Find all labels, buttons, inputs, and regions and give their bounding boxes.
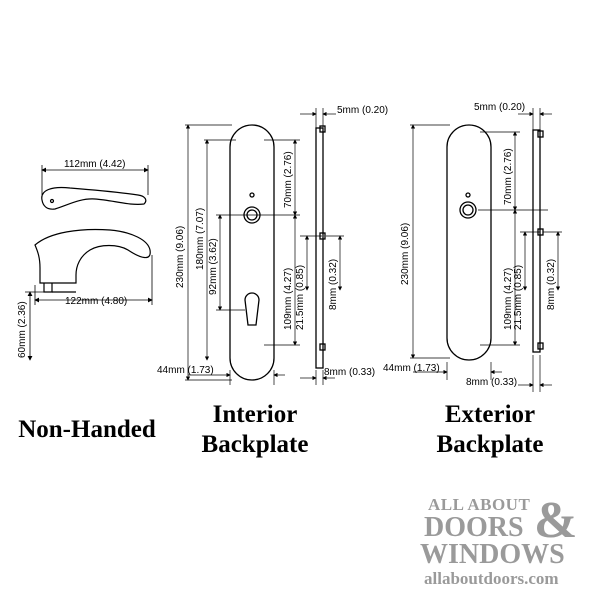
logo-line-3: WINDOWS [420, 539, 565, 570]
exterior-thickness-label: 8mm (0.33) [466, 377, 517, 388]
exterior-upper-label: 70mm (2.76) [503, 148, 514, 205]
interior-thickness-label: 8mm (0.33) [324, 367, 375, 378]
exterior-small-a-label: 21.5mm (0.85) [513, 265, 524, 330]
interior-upper-label: 70mm (2.76) [283, 151, 294, 208]
interior-dimension-lines [185, 108, 344, 385]
exterior-lower-label: 109mm (4.27) [503, 268, 514, 330]
handle-height-label: 60mm (2.36) [17, 301, 28, 358]
logo-line-1: ALL ABOUT [428, 495, 531, 514]
interior-backplate-label: Interior Backplate [201, 401, 309, 458]
exterior-small-b-label: 8mm (0.32) [546, 259, 557, 310]
logo-line-2: DOORS [424, 512, 524, 543]
handle-side-view [34, 228, 151, 293]
exterior-width-label: 44mm (1.73) [383, 363, 440, 374]
interior-inner-height-label: 180mm (7.07) [195, 208, 206, 270]
handle-bottom-width-label: 122mm (4.80) [65, 296, 127, 307]
handle-top-width-label: 112mm (4.42) [64, 159, 126, 170]
interior-backplate [229, 124, 326, 381]
interior-top-offset-label: 5mm (0.20) [337, 105, 388, 116]
logo-url: allaboutdoors.com [424, 569, 559, 588]
exterior-total-height-label: 230mm (9.06) [400, 223, 411, 285]
exterior-backplate-label: Exterior Backplate [436, 401, 544, 458]
non-handed-label: Non-Handed [18, 416, 156, 443]
interior-width-label: 44mm (1.73) [157, 365, 214, 376]
exterior-top-offset-label: 5mm (0.20) [474, 102, 525, 113]
handle-top-view [41, 186, 147, 210]
interior-lower-label: 109mm (4.27) [283, 268, 294, 330]
handle-side-dimensions [25, 255, 153, 361]
logo-ampersand: & [534, 492, 578, 549]
interior-small-a-label: 21.5mm (0.85) [295, 265, 306, 330]
exterior-dimension-lines [410, 108, 562, 392]
interior-small-b-label: 8mm (0.32) [328, 259, 339, 310]
interior-center-label: 92mm (3.62) [208, 238, 219, 295]
handle-top-dimension [41, 165, 149, 195]
interior-total-height-label: 230mm (9.06) [175, 226, 186, 288]
exterior-backplate [446, 124, 544, 361]
company-logo: ALL ABOUT DOORS & WINDOWS allaboutdoors.… [410, 492, 595, 595]
